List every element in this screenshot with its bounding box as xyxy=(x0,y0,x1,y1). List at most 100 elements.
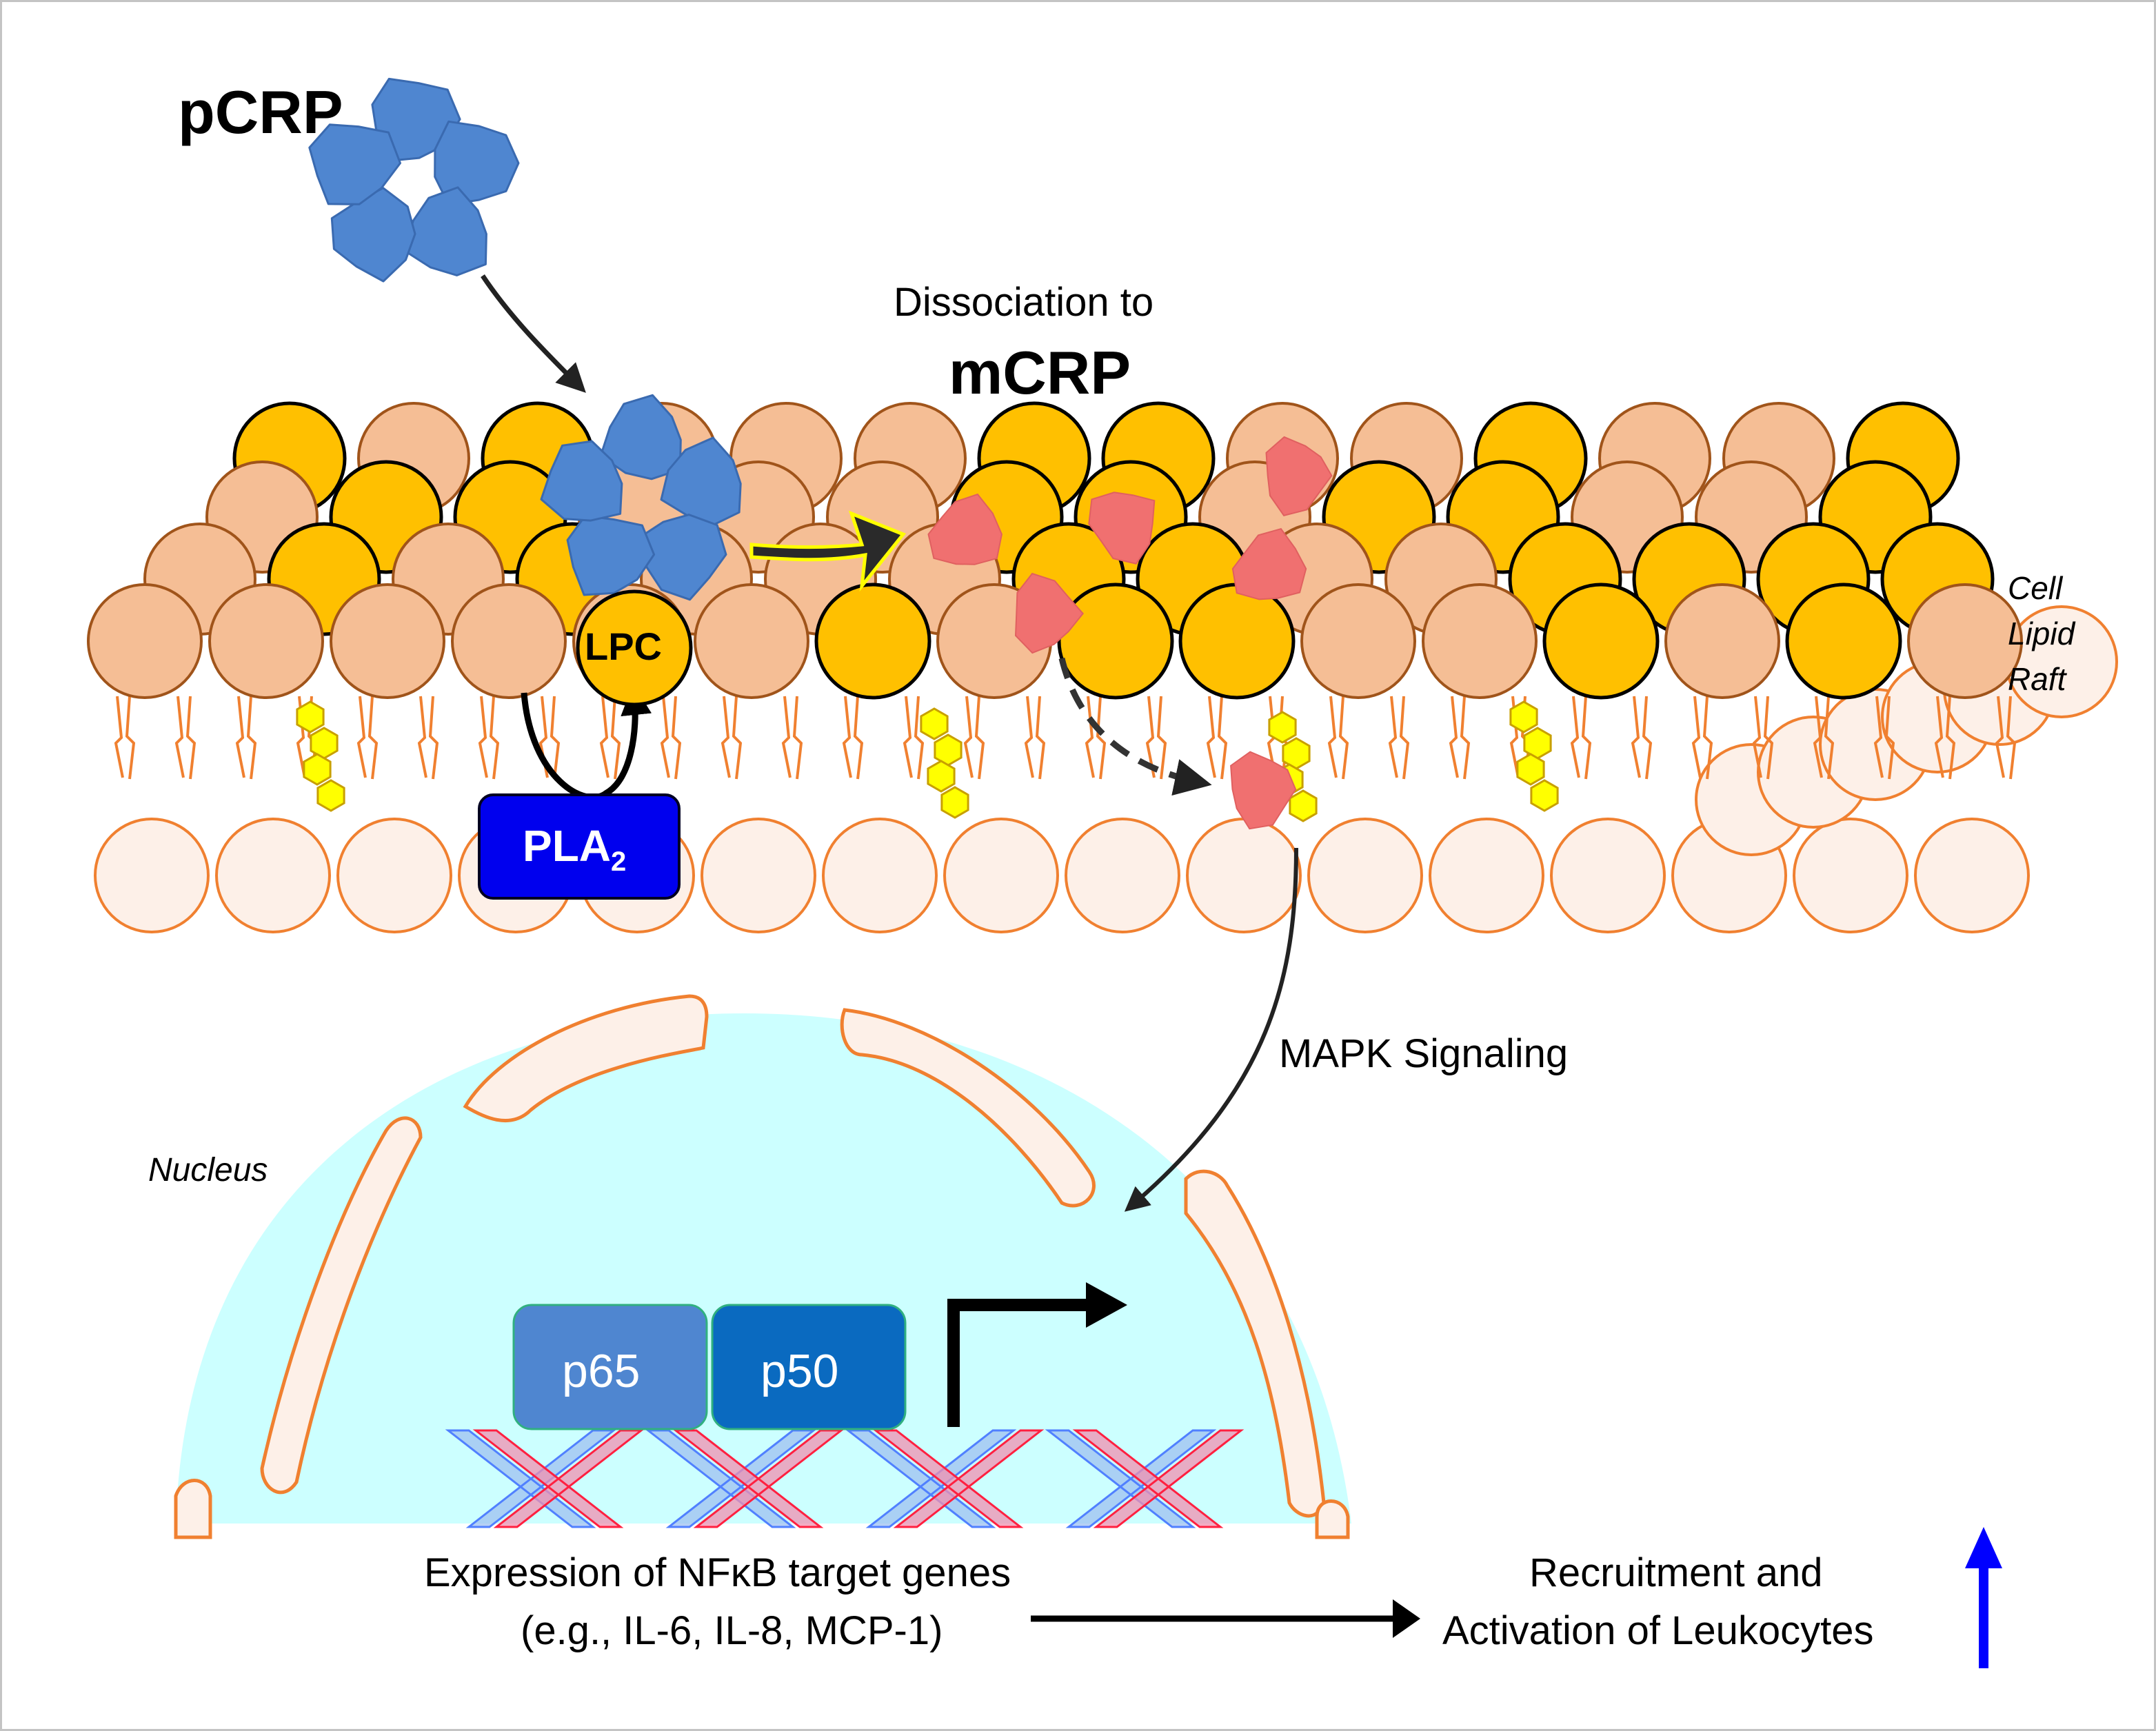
p50-label: p50 xyxy=(760,1345,839,1397)
lipid-tail xyxy=(1024,696,1046,780)
cholesterol-hexagon-icon xyxy=(1268,711,1297,744)
LPC-label: LPC xyxy=(585,625,662,668)
cholesterol-hexagon-icon xyxy=(303,753,332,786)
lipid-tail xyxy=(114,696,136,780)
phospholipid-head xyxy=(208,583,324,699)
outcome-label-line-1: Recruitment and xyxy=(1529,1550,1823,1595)
cholesterol-hexagon-icon xyxy=(296,700,325,733)
pCRP-subunit xyxy=(599,394,682,480)
dissociation-label: Dissociation to xyxy=(894,280,1154,325)
NFkB-complex xyxy=(512,1304,907,1430)
phospholipid-head xyxy=(451,583,567,699)
mCRP-monomer-icon xyxy=(1265,436,1333,516)
p50-subunit xyxy=(711,1304,907,1430)
cholesterol-hexagon-icon xyxy=(1282,737,1311,770)
expression-to-outcome-arrow xyxy=(1031,1599,1420,1638)
pCRP-label: pCRP xyxy=(178,78,343,146)
mCRP-monomer-icon xyxy=(1014,572,1085,654)
pCRP-subunit xyxy=(540,440,623,522)
lipid-tail xyxy=(1691,696,1713,780)
cholesterol-hexagon-icon xyxy=(1530,779,1559,812)
inner-lipid-head xyxy=(943,818,1059,933)
lipid-tail xyxy=(1085,696,1107,780)
phospholipid-head xyxy=(1907,583,2023,699)
pCRP-subunit xyxy=(330,187,416,283)
inner-lipid-head xyxy=(1065,818,1180,933)
phospholipid-head xyxy=(1664,583,1780,699)
cell-lipid-raft-line-1: Cell xyxy=(2008,570,2063,606)
mapk-signaling-arrow xyxy=(1124,847,1298,1212)
lipid-tail xyxy=(1206,696,1228,780)
lipid-tail xyxy=(963,696,985,780)
PLA2-enzyme xyxy=(478,793,681,900)
inner-leaflet xyxy=(94,605,2118,933)
lipid-tail xyxy=(1813,696,1835,780)
LPC-lipid-head xyxy=(576,589,693,707)
cell-lipid-raft-line-3: Raft xyxy=(2008,661,2066,697)
lipid-tail xyxy=(721,696,743,780)
nuclear-envelope xyxy=(174,994,1350,1539)
translocation-arrow-dashed xyxy=(1058,657,1212,796)
envelope-segment xyxy=(260,1116,423,1495)
up-arrow-icon xyxy=(1965,1527,2002,1668)
lipid-raft-head xyxy=(1542,583,1660,700)
lipid-tail xyxy=(781,696,803,780)
lipid-tail xyxy=(174,696,197,780)
inner-lipid-head xyxy=(94,818,210,933)
envelope-segment xyxy=(463,994,709,1123)
lipid-tail xyxy=(1388,696,1410,780)
lipid-tail xyxy=(1327,696,1349,780)
transcription-start-arrow-icon xyxy=(947,1282,1127,1427)
cholesterol-hexagon-icon xyxy=(310,727,339,760)
inner-lipid-head xyxy=(336,818,452,933)
lipid-raft-head xyxy=(1785,583,1902,700)
pCRP-subunit xyxy=(566,514,656,596)
dna-strand-blue xyxy=(445,1429,1217,1528)
mCRP-monomer-icon xyxy=(1088,492,1156,565)
lipid-raft-head xyxy=(814,583,931,700)
PLA2-label: PLA2 xyxy=(523,820,626,878)
mCRP-monomer-icon xyxy=(1230,751,1297,830)
envelope-segment xyxy=(174,1479,212,1539)
lipid-tail xyxy=(478,696,500,780)
pCRP-subunit xyxy=(434,120,520,206)
dna-helix-icon xyxy=(445,1429,1245,1528)
lipid-tail xyxy=(1570,696,1592,780)
lipid-tails xyxy=(114,696,2017,780)
inner-lipid-head xyxy=(215,818,331,933)
lipid-tail xyxy=(599,696,621,780)
lipid-tail xyxy=(1752,696,1774,780)
lipid-tail xyxy=(842,696,864,780)
phospholipid-head xyxy=(1422,583,1538,699)
mCRP-monomers xyxy=(927,436,1333,830)
nucleus-label: Nucleus xyxy=(148,1152,268,1188)
lipid-raft-head xyxy=(1178,583,1296,700)
inner-lipid-head xyxy=(1307,818,1423,933)
phospholipid-head xyxy=(1300,583,1416,699)
cholesterol-hexagon-icon xyxy=(934,733,963,767)
lipid-raft-head xyxy=(1057,583,1174,700)
lipid-tail xyxy=(1995,696,2017,780)
cholesterol-hexagon-icon xyxy=(1289,789,1318,822)
pCRP-subunit xyxy=(660,436,742,527)
pCRP-subunit xyxy=(308,123,401,205)
phospholipid-head xyxy=(87,583,203,699)
inner-lipid-head xyxy=(701,818,816,933)
envelope-segment xyxy=(840,1008,1096,1208)
lipid-tail xyxy=(235,696,257,780)
lipid-tail xyxy=(1631,696,1653,780)
inner-lipid-head xyxy=(822,818,938,933)
lipid-tail xyxy=(417,696,439,780)
inner-lipid-head xyxy=(1429,818,1544,933)
p65-label: p65 xyxy=(562,1345,641,1397)
mCRP-monomer-icon xyxy=(1231,527,1307,600)
lipid-tail xyxy=(1873,696,1895,780)
outcome-label-line-2: Activation of Leukocytes xyxy=(1442,1608,1874,1653)
inner-lipid-head xyxy=(1550,818,1666,933)
pCRP-subunit xyxy=(371,77,461,162)
pCRP-bound-pentamer-icon xyxy=(540,394,742,601)
phospholipid-head xyxy=(330,583,445,699)
binding-arrow xyxy=(481,274,586,393)
phospholipid-head xyxy=(694,583,809,699)
mCRP-monomer-icon xyxy=(927,493,1003,565)
